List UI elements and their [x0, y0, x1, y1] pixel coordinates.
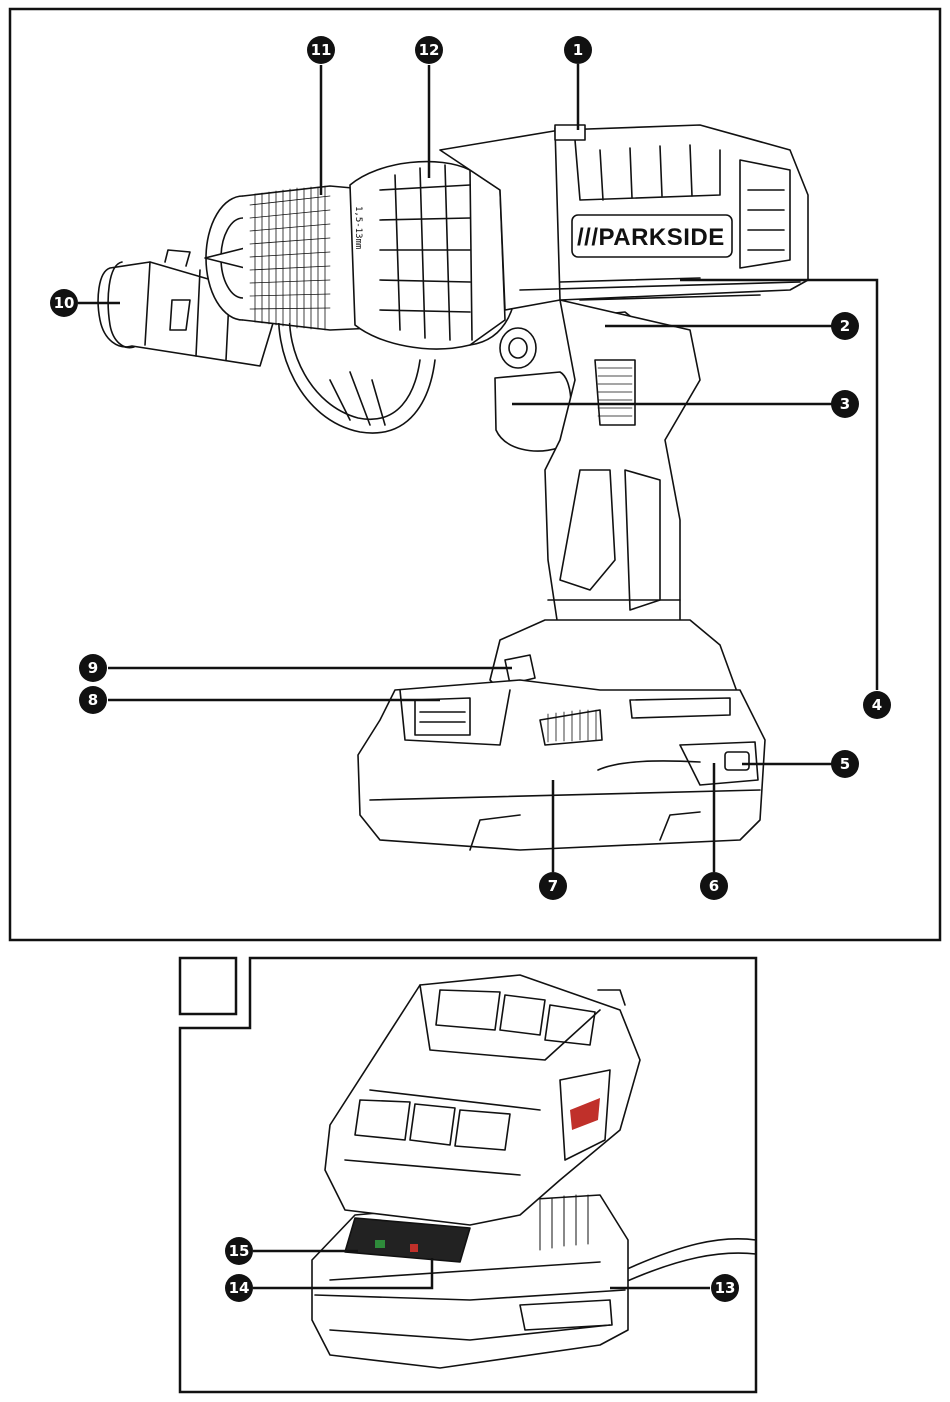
charger-drawing	[312, 975, 756, 1368]
svg-text:6: 6	[709, 877, 719, 895]
svg-text:14: 14	[229, 1279, 250, 1297]
svg-text:11: 11	[311, 41, 332, 59]
pivot-screw	[500, 328, 536, 368]
grip-handle	[545, 300, 700, 640]
chuck	[205, 186, 375, 330]
svg-text:2: 2	[840, 317, 850, 335]
callout-8: 8	[79, 686, 107, 714]
led-red	[410, 1244, 418, 1252]
brand-logo: ///PARKSIDE	[577, 224, 725, 251]
svg-text:12: 12	[419, 41, 440, 59]
svg-text:15: 15	[229, 1242, 250, 1260]
svg-text:4: 4	[872, 696, 882, 714]
callout-14: 14	[225, 1274, 253, 1302]
callout-15: 15	[225, 1237, 253, 1265]
callout-3: 3	[831, 390, 859, 418]
led-green	[375, 1240, 385, 1248]
callout-2: 2	[831, 312, 859, 340]
svg-text:7: 7	[548, 877, 558, 895]
svg-text:13: 13	[715, 1279, 736, 1297]
callout-12: 12	[415, 36, 443, 64]
svg-text:5: 5	[840, 755, 850, 773]
svg-text:8: 8	[88, 691, 98, 709]
callout-4: 4	[863, 691, 891, 719]
svg-text:9: 9	[88, 659, 98, 677]
callout-1: 1	[564, 36, 592, 64]
callout-6: 6	[700, 872, 728, 900]
svg-text:3: 3	[840, 395, 850, 413]
callout-10: 10	[50, 289, 78, 317]
battery-pack	[358, 680, 765, 850]
power-cable	[625, 1239, 756, 1270]
svg-text:10: 10	[54, 294, 75, 312]
callout-5: 5	[831, 750, 859, 778]
callout-7: 7	[539, 872, 567, 900]
svg-text:1: 1	[573, 41, 583, 59]
callout-9: 9	[79, 654, 107, 682]
callout-11: 11	[307, 36, 335, 64]
chuck-marking: 1,5-13mm	[353, 206, 363, 249]
callout-13: 13	[711, 1274, 739, 1302]
figure-b-label-box	[180, 958, 236, 1014]
